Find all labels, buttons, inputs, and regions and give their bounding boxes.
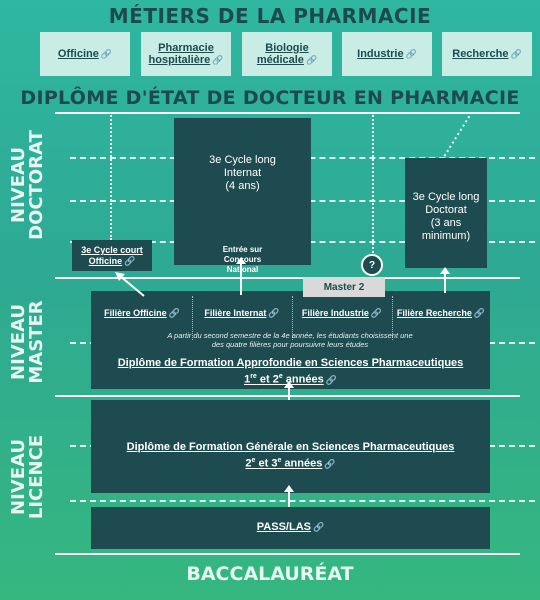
link-icon: 🔗 — [268, 308, 280, 318]
arrow-shaft — [240, 263, 242, 295]
filiere-internat[interactable]: Filière Internat🔗 — [204, 308, 280, 318]
divider-line — [55, 112, 520, 114]
filiere-separator — [192, 296, 193, 340]
metier-label: Pharmacie — [158, 42, 214, 54]
metier-label: hospitalière — [148, 54, 211, 66]
link-icon: 🔗 — [510, 49, 522, 59]
metier-industrie[interactable]: Industrie🔗 — [342, 32, 432, 76]
metiers-title: MÉTIERS DE LA PHARMACIE — [108, 4, 432, 28]
metier-label: médicale — [256, 54, 304, 66]
cycle-court-line: Officine — [88, 256, 123, 266]
arrow-up-icon — [284, 381, 294, 388]
connector-industrie — [372, 112, 374, 257]
link-icon: 🔗 — [124, 256, 136, 266]
arrow-shaft — [288, 491, 290, 507]
doctorat-line: minimum) — [421, 230, 471, 242]
doctorat-line: 3e Cycle long — [412, 191, 480, 203]
divider-line — [55, 277, 520, 279]
link-icon: 🔗 — [370, 308, 383, 318]
doctorat-line: (3 ans — [430, 217, 462, 229]
cycle-court-box[interactable]: 3e Cycle court Officine🔗 — [72, 240, 152, 271]
master2-badge: Master 2 — [303, 277, 385, 297]
link-icon: 🔗 — [312, 522, 325, 532]
arrow-up-icon — [236, 257, 246, 264]
internat-note: Entrée sur — [222, 245, 263, 254]
filiere-note: A partir du second semestre de la 4e ann… — [167, 331, 413, 349]
baccalaureat-label: BACCALAURÉAT — [186, 563, 354, 585]
diplome-title: DIPLÔME D'ÉTAT DE DOCTEUR EN PHARMACIE — [20, 87, 520, 109]
pass-box — [91, 507, 490, 549]
filiere-separator — [392, 296, 393, 340]
divider-line — [55, 395, 520, 397]
arrow-up-icon — [112, 270, 152, 298]
link-icon: 🔗 — [405, 49, 417, 59]
link-icon: 🔗 — [212, 55, 224, 65]
dfgsp-link[interactable]: Diplôme de Formation Générale en Science… — [126, 441, 455, 470]
cycle-court-line: 3e Cycle court — [81, 245, 143, 255]
link-icon: 🔗 — [168, 308, 180, 318]
question-icon[interactable]: ? — [361, 254, 383, 276]
internat-box: 3e Cycle long Internat (4 ans) Entrée su… — [174, 118, 311, 274]
doctorat-box: 3e Cycle long Doctorat (3 ans minimum) — [405, 158, 487, 268]
link-icon: 🔗 — [324, 458, 336, 469]
dashed-line — [70, 500, 535, 502]
pass-las-link[interactable]: PASS/LAS🔗 — [256, 521, 325, 533]
link-icon: 🔗 — [325, 374, 337, 385]
divider-line — [55, 553, 520, 555]
dfasp-link[interactable]: Diplôme de Formation Approfondie en Scie… — [117, 357, 464, 386]
metier-label: Officine — [57, 48, 99, 60]
internat-line: (4 ans) — [225, 180, 260, 192]
internat-line: Internat — [223, 167, 262, 179]
internat-line: 3e Cycle long — [209, 154, 276, 166]
dfgsp-box — [91, 400, 490, 493]
filiere-separator — [292, 296, 293, 340]
filiere-recherche[interactable]: Filière Recherche🔗 — [396, 308, 486, 318]
link-icon: 🔗 — [305, 55, 318, 65]
filiere-industrie[interactable]: Filière Industrie🔗 — [301, 308, 383, 318]
doctorat-line: Doctorat — [425, 204, 467, 216]
metier-recherche[interactable]: Recherche🔗 — [442, 32, 532, 76]
filiere-officine[interactable]: Filière Officine🔗 — [104, 308, 180, 318]
metier-label: Biologie — [265, 42, 309, 54]
master-box — [91, 291, 490, 389]
arrow-shaft — [444, 273, 446, 293]
connector-recherche — [430, 111, 490, 162]
arrow-up-icon — [284, 485, 294, 492]
connector-officine — [110, 112, 112, 240]
metier-label: Recherche — [452, 48, 509, 60]
metier-officine[interactable]: Officine🔗 — [40, 32, 130, 76]
link-icon: 🔗 — [100, 49, 113, 59]
link-icon: 🔗 — [473, 308, 486, 318]
internat-note: National — [226, 265, 259, 274]
arrow-shaft — [288, 387, 290, 400]
arrow-up-icon — [440, 267, 450, 274]
metier-label: Industrie — [357, 48, 404, 60]
